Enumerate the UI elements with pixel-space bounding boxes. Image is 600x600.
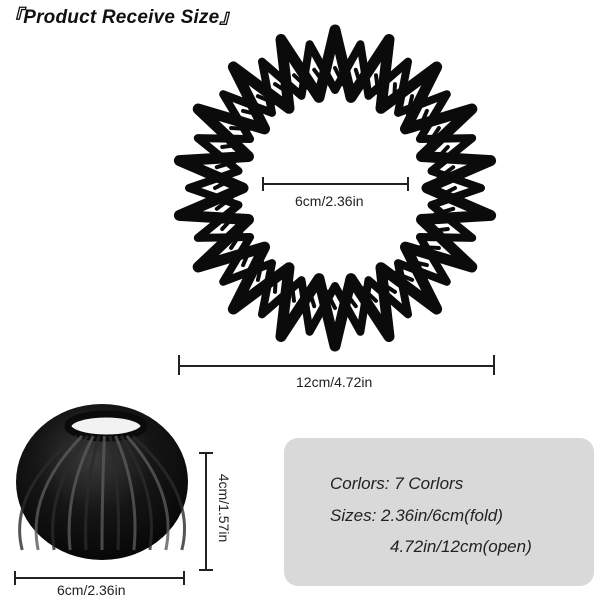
outer-diameter-cap-right [493, 355, 495, 375]
sizes-info: Sizes: 2.36in/6cm(fold) [330, 506, 503, 525]
folded-height-line [205, 452, 207, 570]
folded-height-cap-top [199, 452, 213, 454]
folded-height-label: 4cm/1.57in [216, 473, 232, 543]
folded-width-label: 6cm/2.36in [57, 582, 126, 598]
product-info-panel: Corlors: 7 Corlors Sizes: 2.36in/6cm(fol… [284, 438, 594, 586]
inner-diameter-cap-right [407, 177, 409, 191]
sizes-info-open: 4.72in/12cm(open) [390, 537, 532, 556]
inner-diameter-label: 6cm/2.36in [295, 193, 364, 209]
folded-width-cap-right [183, 571, 185, 585]
folded-bun-product-image [16, 404, 188, 560]
page-title: 『Product Receive Size』 [4, 7, 239, 28]
folded-width-cap-left [14, 571, 16, 585]
colors-info: Corlors: 7 Corlors [330, 474, 464, 493]
outer-diameter-label: 12cm/4.72in [296, 374, 373, 390]
outer-diameter-cap-left [178, 355, 180, 375]
folded-width-line [14, 577, 184, 579]
open-ring-product-image [173, 24, 497, 352]
inner-diameter-cap-left [262, 177, 264, 191]
folded-height-cap-bottom [199, 569, 213, 571]
inner-diameter-line [262, 183, 408, 185]
outer-diameter-line [178, 365, 494, 367]
